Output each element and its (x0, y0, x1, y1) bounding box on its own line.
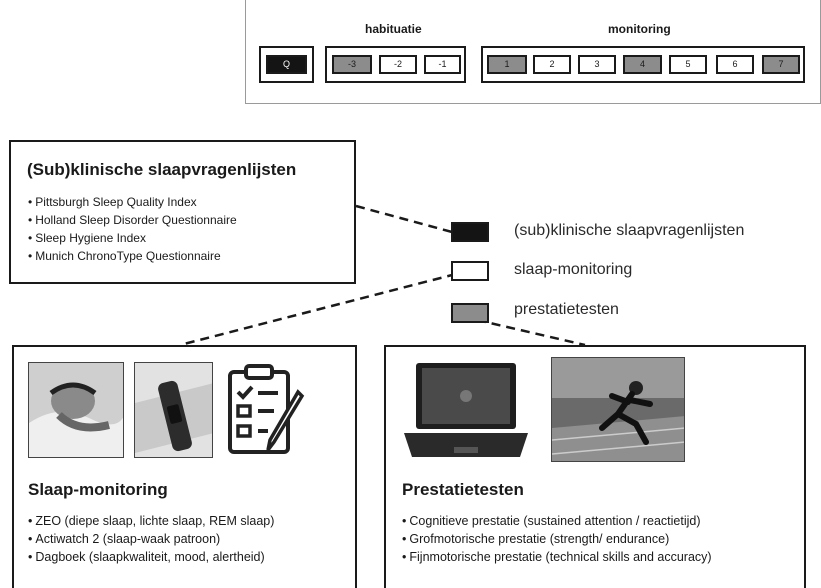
sleeping-person-photo (28, 362, 124, 458)
list-item: Actiwatch 2 (slaap-waak patroon) (28, 530, 274, 548)
monitoring-day-cell: 4 (623, 55, 662, 74)
monitoring-day-cell: 2 (533, 55, 571, 74)
laptop-image (398, 357, 534, 467)
sprinter-photo (551, 357, 685, 462)
clipboard-checklist-icon (222, 362, 310, 458)
legend-label-sleep-monitoring: slaap-monitoring (514, 261, 633, 278)
legend-swatch-questionnaires (451, 222, 489, 242)
performance-title: Prestatietesten (402, 480, 524, 499)
connector-performance (476, 318, 586, 347)
q-day-cell: Q (266, 55, 307, 74)
sleep-monitoring-list: ZEO (diepe slaap, lichte slaap, REM slaa… (28, 512, 274, 566)
habituation-label: habituatie (365, 22, 422, 36)
questionnaires-title: (Sub)klinische slaapvragenlijsten (27, 160, 297, 179)
monitoring-day-cell: 5 (669, 55, 707, 74)
sleep-monitoring-title: Slaap-monitoring (28, 480, 168, 499)
list-item: Pittsburgh Sleep Quality Index (28, 193, 237, 211)
habituation-day-cell: -3 (332, 55, 372, 74)
list-item: Sleep Hygiene Index (28, 229, 237, 247)
monitoring-day-cell: 3 (578, 55, 616, 74)
questionnaires-list: Pittsburgh Sleep Quality Index Holland S… (28, 193, 237, 265)
performance-list: Cognitieve prestatie (sustained attentio… (402, 512, 712, 566)
actiwatch-photo (134, 362, 213, 458)
list-item: Cognitieve prestatie (sustained attentio… (402, 512, 712, 530)
legend-swatch-performance (451, 303, 489, 323)
connector-questionnaires (355, 204, 453, 234)
legend-label-performance: prestatietesten (514, 301, 619, 318)
list-item: Dagboek (slaapkwaliteit, mood, alertheid… (28, 548, 274, 566)
list-item: Munich ChronoType Questionnaire (28, 247, 237, 265)
legend-swatch-sleep-monitoring (451, 261, 489, 281)
list-item: Fijnmotorische prestatie (technical skil… (402, 548, 711, 566)
monitoring-label: monitoring (608, 22, 671, 36)
connector-sleep-monitoring (179, 272, 457, 347)
monitoring-day-cell: 1 (487, 55, 527, 74)
list-item: ZEO (diepe slaap, lichte slaap, REM slaa… (28, 512, 274, 530)
list-item: Grofmotorische prestatie (strength/ endu… (402, 530, 712, 548)
habituation-day-cell: -1 (424, 55, 461, 74)
list-item: Holland Sleep Disorder Questionnaire (28, 211, 236, 229)
habituation-day-cell: -2 (379, 55, 417, 74)
monitoring-day-cell: 7 (762, 55, 800, 74)
legend-label-questionnaires: (sub)klinische slaapvragenlijsten (514, 222, 745, 239)
monitoring-day-cell: 6 (716, 55, 754, 74)
